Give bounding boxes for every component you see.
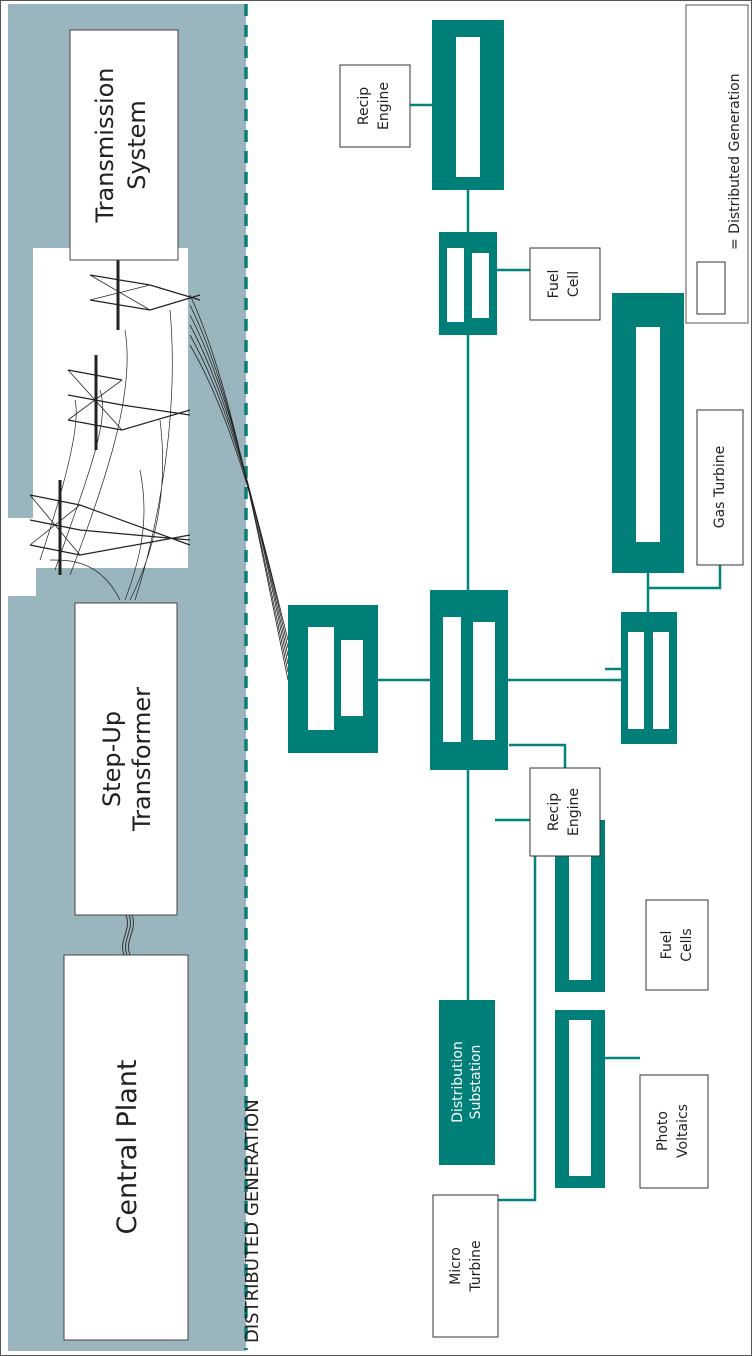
dg-block-recip-top [432,20,504,190]
line-microturbine [498,820,537,1202]
central-plant-label: Central Plant [112,1060,143,1235]
svg-text:Turbine: Turbine [468,1240,484,1292]
svg-text:Micro: Micro [448,1247,464,1285]
dg-block-gas-sub [621,612,677,744]
dg-block-gas-turbine [612,293,684,573]
network-lines [378,103,722,1202]
svg-text:Cell: Cell [566,271,582,297]
svg-text:Fuel: Fuel [659,931,675,960]
transmission-tower-icon [29,258,201,601]
dg-block-fuelcell [439,232,497,335]
plant-transformer-link [122,914,134,956]
svg-text:Photo: Photo [655,1111,671,1151]
label-fuel-cell: Fuel Cell [529,247,601,321]
svg-text:Voltaics: Voltaics [675,1104,691,1158]
legend-swatch [696,261,726,315]
svg-text:Cells: Cells [679,928,695,961]
svg-text:Recip: Recip [546,793,562,831]
label-fuel-cells: Fuel Cells [645,899,709,991]
label-recip-engine-top: Recip Engine [339,64,411,148]
transmission-label-2: System [123,100,151,190]
svg-text:Recip: Recip [356,87,372,125]
label-recip-engine-mid: Recip Engine [529,767,601,857]
dist-sub-label-1: Distribution [450,1041,466,1123]
step-up-transformer-box [74,602,178,916]
label-photo-voltaics: Photo Voltaics [639,1074,709,1189]
legend-text: = Distributed Generation [727,73,743,250]
dg-block-hub [430,590,508,770]
tower-image-bg-2 [6,518,36,596]
central-plant-box [63,954,189,1341]
step-up-label-1: Step-Up [98,711,126,807]
tower-feeder-wires [189,294,289,681]
svg-text:Engine: Engine [376,82,392,130]
dist-sub-label-2: Substation [468,1045,484,1120]
distribution-substation: Distribution Substation [439,1000,495,1165]
line-gasturbine-label [648,565,722,590]
transmission-system-box [69,29,179,261]
line-hub-recip2 [509,743,567,768]
transmission-label-1: Transmission [91,67,119,223]
svg-text:Engine: Engine [566,788,582,836]
svg-text:Gas Turbine: Gas Turbine [712,446,728,529]
step-up-label-2: Transformer [128,687,156,832]
label-gas-turbine: Gas Turbine [696,409,744,566]
legend: = Distributed Generation [685,4,749,324]
dg-block-photovoltaics [555,1010,605,1188]
label-micro-turbine: Micro Turbine [432,1194,499,1338]
tower-image-bg [33,248,188,568]
svg-text:Fuel: Fuel [546,270,562,299]
section-label: DISTRIBUTED GENERATION [242,1099,263,1343]
dg-block-substation-1 [288,605,378,753]
